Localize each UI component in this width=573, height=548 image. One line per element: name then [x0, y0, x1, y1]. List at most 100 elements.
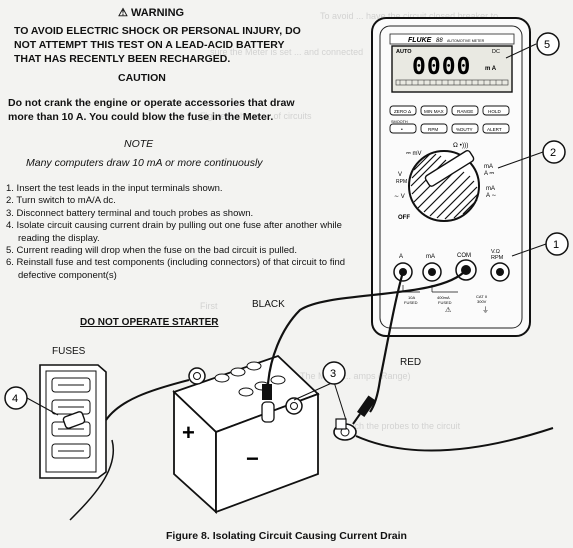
bleed-through-text: First	[200, 301, 218, 311]
lcd-unit: m A	[485, 66, 497, 72]
jack-label-v-ohm: V.Ω	[491, 249, 500, 255]
dial-label-ma-ac: mA	[486, 186, 495, 192]
test-leads	[69, 269, 467, 521]
callout-5-label: 5	[544, 39, 550, 51]
step-item: 2. Turn switch to mA/A dc.	[6, 195, 116, 207]
lcd-readout: 0000	[412, 54, 471, 80]
red-probe	[356, 395, 376, 418]
smooth-button-label: •	[401, 127, 403, 133]
callout-3-label: 3	[330, 368, 336, 380]
jack-note-400ma: 400mA	[437, 295, 450, 300]
warning-triangle-icon: ⚠	[118, 7, 128, 19]
jack-label-com: COM	[457, 253, 471, 259]
dial-label-a-dc: A ⎓	[484, 171, 494, 177]
multimeter: FLUKE 88 AUTOMOTIVE METER AUTO DC 0000 m…	[371, 17, 531, 337]
zero-button[interactable]	[389, 105, 417, 116]
callout-3	[322, 361, 346, 385]
black-test-lead	[266, 269, 467, 385]
disconnected-battery-cable	[333, 418, 554, 452]
dial-label-off: OFF	[398, 215, 410, 221]
callout-5	[536, 32, 560, 56]
rpm-button[interactable]	[420, 123, 448, 134]
warning-triangle-icon: ⚠	[445, 306, 451, 314]
bleed-through-text: To avoid ... have the circuit closed bre…	[320, 11, 499, 21]
red-test-lead	[369, 271, 405, 413]
jack-label-rpm: RPM	[491, 255, 504, 261]
duty-button[interactable]	[451, 123, 479, 134]
callout-2-label: 2	[550, 147, 556, 159]
dial-label-ohm: Ω •)))	[453, 142, 468, 149]
jack-note-fused: FUSED	[404, 300, 418, 305]
dial-pointer	[424, 149, 475, 187]
meter-model: 88	[436, 38, 443, 44]
jack-note-10a: 10A	[408, 295, 415, 300]
callout-1	[545, 232, 569, 256]
bleed-through-text: Touch the probes to the circuit	[340, 421, 461, 431]
battery-plus-sign: +	[182, 420, 195, 445]
meter-buttons-row1: ZERO Δ MIN MAX RANGE HOLD	[389, 105, 510, 116]
callout-4-label: 4	[12, 393, 18, 405]
note-title: NOTE	[124, 138, 154, 150]
bleed-through-text: sure the Meter is set ... and connected	[210, 47, 364, 57]
fuse-slots	[51, 377, 91, 459]
red-probe-tip	[352, 413, 361, 425]
dial-label-rpm: RPM	[396, 179, 407, 185]
black-probe-tip	[261, 401, 275, 423]
dial-label-v: V	[398, 172, 402, 178]
jack-label-ma: mA	[426, 254, 435, 260]
figure-caption: Figure 8. Isolating Circuit Causing Curr…	[166, 530, 407, 542]
minmax-button[interactable]	[420, 105, 448, 116]
smooth-button[interactable]	[389, 123, 417, 134]
dial-label-v-ac: ∼ V	[394, 194, 405, 200]
black-lead-label: BLACK	[252, 299, 285, 310]
minmax-button-label: MIN MAX	[424, 109, 444, 114]
rpm-button-label: RPM	[428, 127, 438, 132]
step-item: 1. Insert the test leads in the input te…	[6, 183, 223, 194]
meter-brand: FLUKE	[408, 37, 432, 44]
dial-label-a-ac: A ∼	[486, 193, 496, 199]
step-item: 3. Disconnect battery terminal and touch…	[6, 207, 254, 219]
instruction-steps: 1. Insert the test leads in the input te…	[6, 183, 346, 282]
car-battery: + −	[172, 354, 320, 515]
fuses-label: FUSES	[52, 346, 86, 357]
pulled-fuse	[62, 411, 86, 429]
jack-note-fused2: FUSED	[438, 300, 452, 305]
meter-subtitle: AUTOMOTIVE METER	[447, 39, 485, 43]
step-item: 6. Reinstall fuse and test components (i…	[6, 257, 346, 281]
alert-button-label: ALERT	[487, 127, 502, 132]
battery-minus-sign: −	[246, 446, 259, 471]
do-not-operate-starter: DO NOT OPERATE STARTER	[80, 317, 219, 328]
range-button[interactable]	[451, 105, 479, 116]
warning-heading: ⚠ WARNING	[118, 6, 184, 19]
hold-button[interactable]	[482, 105, 510, 116]
range-button-label: RANGE	[457, 109, 473, 114]
zero-button-label: ZERO Δ	[394, 109, 411, 114]
jack-note-300v: 300V	[477, 299, 487, 304]
callouts: 5 2 1 3 4	[4, 32, 569, 421]
step-item: 4. Isolate circuit causing current drain…	[6, 220, 342, 244]
battery-caps	[214, 361, 286, 397]
dial-label-ma-dc: mA	[484, 164, 493, 170]
meter-buttons-row2: SMOOTH • RPM %DUTY ALERT	[389, 120, 510, 134]
lcd-dc: DC	[492, 49, 500, 55]
step-item: 5. Current reading will drop when the fu…	[6, 245, 297, 257]
duty-button-label: %DUTY	[456, 127, 473, 132]
fuse-box	[39, 364, 107, 479]
red-lead-label: RED	[400, 357, 422, 368]
lcd-bargraph	[399, 80, 503, 85]
meter-jacks: A mA COM V.Ω RPM 10A FUSED 400mA FUSED ⚠…	[393, 249, 510, 314]
warning-title: WARNING	[130, 7, 185, 19]
caution-title: CAUTION	[118, 72, 166, 84]
black-probe	[262, 384, 272, 400]
alert-button[interactable]	[482, 123, 510, 134]
bleed-through-text: Figure 9 shows ... of circuits	[200, 111, 312, 121]
note-text: Many computers draw 10 mA or more contin…	[26, 157, 263, 169]
jack-label-a: A	[399, 254, 403, 260]
smooth-label: SMOOTH	[391, 120, 408, 124]
callout-2	[542, 140, 566, 164]
ground-icon: ⏚	[482, 306, 489, 314]
callout-1-label: 1	[553, 239, 559, 251]
callout-4	[4, 386, 28, 410]
